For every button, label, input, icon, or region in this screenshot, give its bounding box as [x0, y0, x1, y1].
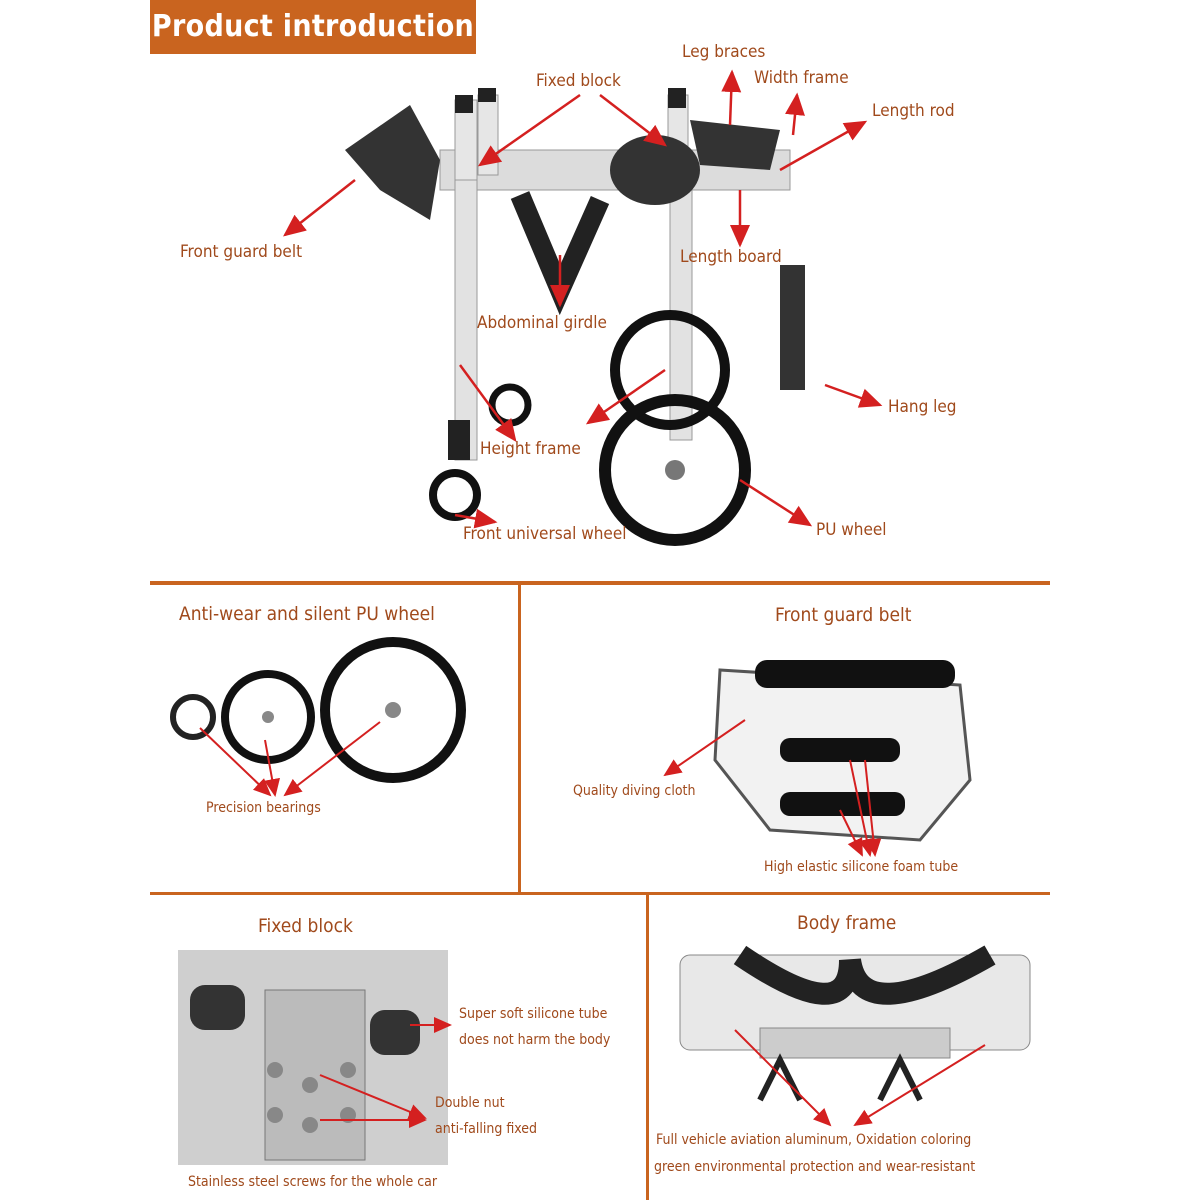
- callout-silicone-tube-2: does not harm the body: [459, 1032, 611, 1048]
- callout-double-nut: Double nut: [435, 1095, 505, 1111]
- fixed-block-image: [178, 950, 448, 1165]
- label-length-board: Length board: [680, 247, 782, 267]
- panel-title-guard-belt: Front guard belt: [775, 604, 912, 626]
- guard-belt-image: [713, 660, 972, 842]
- panel-title-fixed-block: Fixed block: [258, 915, 353, 937]
- callout-diving-cloth: Quality diving cloth: [573, 783, 696, 799]
- divider: [646, 894, 649, 1200]
- label-length-rod: Length rod: [872, 101, 955, 121]
- callout-aluminum: Full vehicle aviation aluminum, Oxidatio…: [656, 1132, 972, 1148]
- divider: [150, 892, 1050, 895]
- label-width-frame: Width frame: [754, 68, 849, 88]
- panel-title-pu-wheel: Anti-wear and silent PU wheel: [179, 603, 435, 625]
- banner-title: Product introduction: [150, 0, 476, 54]
- label-height-frame: Height frame: [480, 439, 581, 459]
- callout-foam-tube: High elastic silicone foam tube: [764, 859, 959, 875]
- callout-precision-bearings: Precision bearings: [206, 800, 321, 816]
- label-front-universal-wheel: Front universal wheel: [463, 524, 627, 544]
- callout-silicone-tube: Super soft silicone tube: [459, 1006, 608, 1022]
- divider: [518, 583, 521, 893]
- label-front-guard-belt: Front guard belt: [180, 242, 303, 262]
- divider: [150, 581, 1050, 585]
- callout-stainless-screws: Stainless steel screws for the whole car: [188, 1174, 438, 1190]
- label-hang-leg: Hang leg: [888, 397, 957, 417]
- pu-wheels-image: [170, 637, 466, 783]
- label-leg-braces: Leg braces: [682, 42, 766, 62]
- body-frame-image: [679, 945, 1031, 1102]
- callout-double-nut-2: anti-falling fixed: [435, 1121, 538, 1137]
- callout-arrows: [283, 69, 883, 529]
- label-pu-wheel: PU wheel: [816, 520, 887, 540]
- label-abdominal-girdle: Abdominal girdle: [477, 313, 607, 333]
- panel-title-body-frame: Body frame: [797, 912, 897, 934]
- label-fixed-block: Fixed block: [536, 71, 621, 91]
- callout-aluminum-2: green environmental protection and wear-…: [654, 1159, 976, 1175]
- wheelchair-image: [345, 88, 805, 546]
